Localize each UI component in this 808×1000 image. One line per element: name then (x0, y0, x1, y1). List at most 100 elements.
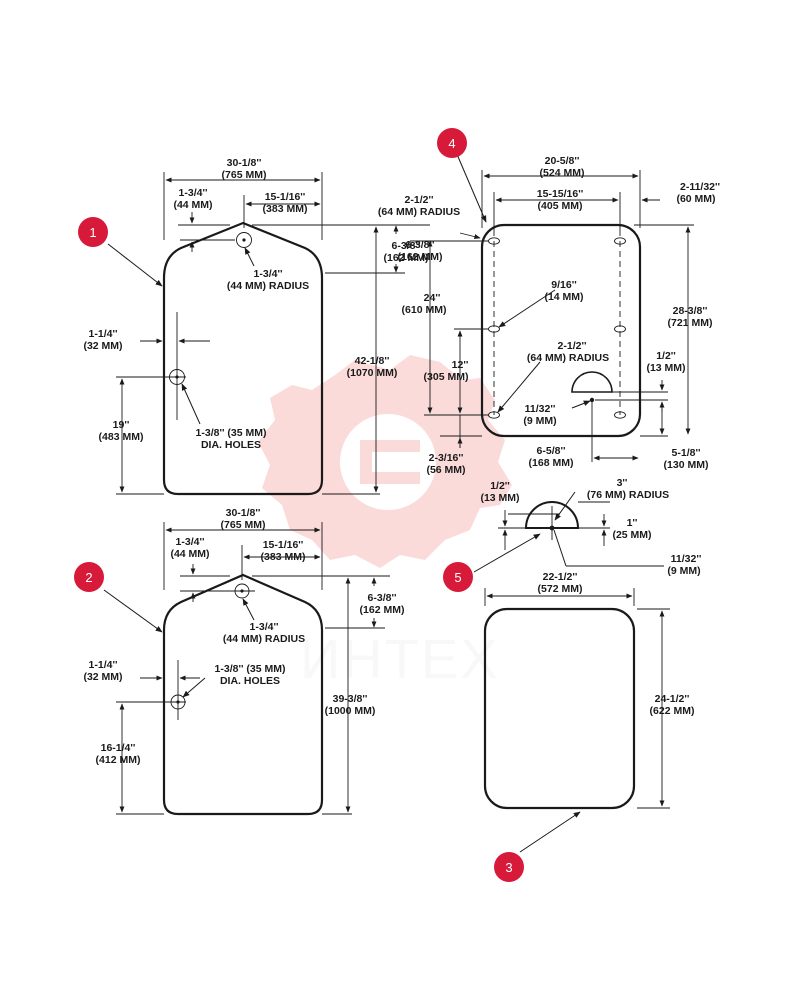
panel-4-lower-spacing-label: 12'' (452, 359, 469, 371)
panel-4-notch-radius-mm: (64 MM) RADIUS (527, 352, 609, 364)
detail-5-offset-label: 1/2'' (490, 480, 510, 492)
panel-1-radius-label: 1-3/4'' (254, 268, 283, 280)
detail-5-notch (524, 501, 580, 529)
panel-2-chamfer-mm: (162 MM) (360, 604, 405, 616)
panel-4-slot-spacing-label: 24'' (424, 292, 441, 304)
panel-1: 30-1/8'' (765 MM) 1-3/4'' (44 MM) 15-1/1… (83, 157, 430, 496)
panel-4-notch-radius-label: 2-1/2'' (558, 340, 587, 352)
panel-4: 20-5/8'' (524 MM) 15-15/16'' (405 MM) 2-… (378, 155, 720, 476)
panel-4-notch-offset-label: 1/2'' (656, 350, 676, 362)
panel-4-lower-spacing-mm: (305 MM) (424, 371, 469, 383)
panel-4-right-inset-mm: (60 MM) (676, 193, 715, 205)
panel-4-slot-size-label: 9/16'' (551, 279, 576, 291)
panel-1-chamfer-label: 6-3/8'' (392, 240, 421, 252)
badge-4-label: 4 (448, 136, 455, 151)
panel-3-width-label: 22-1/2'' (543, 571, 578, 583)
panel-1-hole-size-text: DIA. HOLES (201, 439, 261, 451)
watermark-text: ИНТЕХ (300, 627, 500, 690)
panel-4-notch-bottom-mm: (130 MM) (664, 459, 709, 471)
badge-4: 4 (437, 128, 467, 158)
panel-4-radius-mm: (64 MM) RADIUS (378, 206, 460, 218)
panel-1-outline (162, 221, 324, 496)
detail-5-radius-label: 3'' (617, 477, 628, 489)
panel-4-notch-bottom-label: 5-1/8'' (672, 447, 701, 459)
panel-1-top-hole (236, 232, 252, 248)
panel-3-height-mm: (622 MM) (650, 705, 695, 717)
panel-2-height-mm: (1000 MM) (325, 705, 376, 717)
panel-3-height-label: 24-1/2'' (655, 693, 690, 705)
detail-5-hole-label: 11/32'' (671, 553, 702, 565)
badge-2: 2 (74, 562, 104, 592)
badge-1: 1 (78, 217, 108, 247)
panel-3: 22-1/2'' (572 MM) 24-1/2'' (622 MM) (483, 571, 695, 810)
panel-4-height-label: 28-3/8'' (673, 305, 708, 317)
panel-1-hole-size-label: 1-3/8'' (35 MM) (196, 427, 267, 439)
panel-4-notch-offset-mm: (13 MM) (646, 362, 685, 374)
panel-4-notch (571, 371, 613, 393)
panel-2-left-inset-mm: (32 MM) (83, 671, 122, 683)
badge-2-label: 2 (85, 570, 92, 585)
panel-4-radius-label: 2-1/2'' (405, 194, 434, 206)
panel-4-top-drop-mm: (162 MM) (398, 251, 443, 263)
detail-5-depth-label: 1'' (627, 517, 638, 529)
panel-4-right-inset-label: 2-11/32'' (680, 181, 720, 193)
badge-5-label: 5 (454, 570, 461, 585)
panel-1-left-inset-label: 1-1/4'' (89, 328, 118, 340)
panel-1-hole-height-label: 19'' (113, 419, 130, 431)
panel-2-hole-to-side-mm: (383 MM) (261, 551, 306, 563)
panel-4-slot-size-mm: (14 MM) (544, 291, 583, 303)
panel-4-notch-to-side-label: 6-5/8'' (537, 445, 566, 457)
panel-4-notch-hole-mm: (9 MM) (523, 415, 556, 427)
panel-2-hole-offset-mm: (44 MM) (170, 548, 209, 560)
panel-1-hole-offset-label: 1-3/4'' (179, 187, 208, 199)
badge-3: 3 (494, 852, 524, 882)
panel-4-width-mm: (524 MM) (540, 167, 585, 179)
panel-4-notch-hole-label: 11/32'' (525, 403, 556, 415)
panel-2-radius-mm: (44 MM) RADIUS (223, 633, 305, 645)
panel-1-left-inset-mm: (32 MM) (83, 340, 122, 352)
panel-1-hole-to-side-label: 15-1/16'' (265, 191, 306, 203)
badge-5: 5 (443, 562, 473, 592)
panel-2-hole-to-side-label: 15-1/16'' (263, 539, 304, 551)
panel-4-top-drop-label: 6-3/8'' (406, 239, 435, 251)
panel-4-slot-spacing-mm: (610 MM) (402, 304, 447, 316)
badge-1-label: 1 (89, 225, 96, 240)
panel-1-hole-height-mm: (483 MM) (99, 431, 144, 443)
panel-4-slots (488, 237, 626, 419)
panel-4-bottom-margin-mm: (56 MM) (426, 464, 465, 476)
detail-5-offset-mm: (13 MM) (480, 492, 519, 504)
badge-leaders (103, 151, 581, 853)
panel-3-outline (483, 607, 636, 810)
detail-5-radius-mm: (76 MM) RADIUS (587, 489, 669, 501)
badge-3-label: 3 (505, 860, 512, 875)
detail-5: 1/2'' (13 MM) 3'' (76 MM) RADIUS 1'' (25… (480, 477, 701, 577)
panel-2-hole-size-text: DIA. HOLES (220, 675, 280, 687)
panel-2-hole-offset-label: 1-3/4'' (176, 536, 205, 548)
panel-2-width-mm: (765 MM) (221, 519, 266, 531)
panel-2-hole-size-label: 1-3/8'' (35 MM) (215, 663, 286, 675)
panel-2-radius-label: 1-3/4'' (250, 621, 279, 633)
panel-4-height-mm: (721 MM) (668, 317, 713, 329)
panel-2-hole-height-label: 16-1/4'' (101, 742, 136, 754)
panel-1-hole-to-side-mm: (383 MM) (263, 203, 308, 215)
panel-4-notch-to-side-mm: (168 MM) (529, 457, 574, 469)
panel-2-left-inset-label: 1-1/4'' (89, 659, 118, 671)
panel-3-width-mm: (572 MM) (538, 583, 583, 595)
panel-2-height-label: 39-3/8'' (333, 693, 368, 705)
panel-1-chamfer-mm: (162 MM) (384, 252, 429, 264)
panel-1-height-mm: (1070 MM) (347, 367, 398, 379)
panel-2-chamfer-label: 6-3/8'' (368, 592, 397, 604)
panel-1-radius-mm: (44 MM) RADIUS (227, 280, 309, 292)
panel-4-bottom-margin-label: 2-3/16'' (429, 452, 464, 464)
panel-1-hole-offset-mm: (44 MM) (173, 199, 212, 211)
watermark-gear-icon (258, 355, 512, 568)
panel-2-hole-height-mm: (412 MM) (96, 754, 141, 766)
panel-2-width-label: 30-1/8'' (226, 507, 261, 519)
panel-1-width-mm: (765 MM) (222, 169, 267, 181)
panel-4-hole-span-mm: (405 MM) (538, 200, 583, 212)
panel-2-outline (162, 573, 324, 816)
panel-4-width-label: 20-5/8'' (545, 155, 580, 167)
panel-4-hole-span-label: 15-15/16'' (537, 188, 583, 200)
panel-2: 30-1/8'' (765 MM) 1-3/4'' (44 MM) 15-1/1… (83, 507, 405, 816)
